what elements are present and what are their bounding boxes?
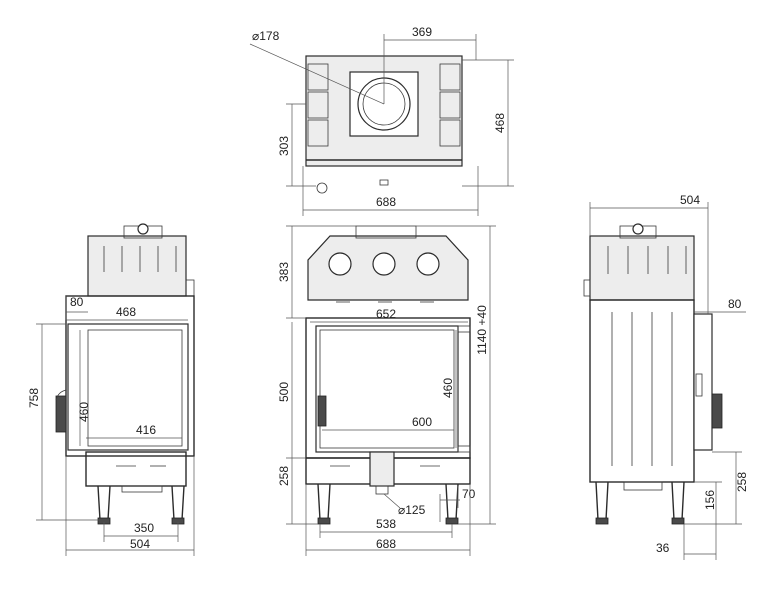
left-dim-468: 468 (116, 305, 136, 319)
top-dim-303: 303 (277, 136, 291, 156)
top-view-side-blocks (307, 63, 461, 147)
front-dim-70: 70 (462, 487, 476, 501)
front-outlet-3 (416, 252, 440, 276)
left-dim-80: 80 (70, 295, 84, 309)
left-dim-758: 758 (27, 388, 41, 408)
right-body-ribs (611, 312, 673, 466)
left-dim-504: 504 (130, 537, 150, 551)
right-door-edge (693, 313, 713, 451)
top-dim-369: 369 (412, 25, 432, 39)
left-dim-350: 350 (134, 521, 154, 535)
top-dim-688: 688 (376, 195, 396, 209)
right-view: 504 80 258 156 36 (583, 193, 749, 560)
right-handle (711, 393, 723, 429)
front-dim-125: ⌀125 (398, 503, 426, 517)
left-view: 80 468 758 460 416 350 504 (27, 223, 195, 556)
front-dim-258: 258 (277, 466, 291, 486)
right-dim-258: 258 (735, 472, 749, 492)
front-dim-1140: 1140 +40 (475, 305, 489, 355)
left-door (67, 323, 189, 451)
top-view-knob (316, 182, 328, 194)
front-door-glass (315, 325, 459, 453)
dia-leader (249, 43, 385, 105)
front-dim-383: 383 (277, 262, 291, 282)
front-handle (317, 395, 327, 427)
right-dim-504: 504 (680, 193, 700, 207)
front-dim-600: 600 (412, 415, 432, 429)
front-dim-500: 500 (277, 382, 291, 402)
top-dia-label: ⌀178 (252, 29, 280, 43)
left-ash-section (85, 451, 187, 487)
front-dim-652: 652 (376, 307, 396, 321)
front-view: 383 652 1140 +40 500 460 600 258 70 ⌀125… (277, 225, 496, 556)
left-dim-460: 460 (77, 402, 91, 422)
front-outlet-2 (372, 252, 396, 276)
left-handle (55, 395, 67, 433)
right-dim-156: 156 (703, 490, 717, 510)
right-dim-36: 36 (656, 541, 670, 555)
front-outlet-1 (328, 252, 352, 276)
right-dim-80: 80 (728, 297, 742, 311)
front-dim-460: 460 (441, 378, 455, 398)
left-top-box (87, 235, 187, 297)
front-dim-688: 688 (376, 537, 396, 551)
left-dim-416: 416 (136, 423, 156, 437)
front-air-inlet (369, 451, 395, 487)
front-dim-538: 538 (376, 517, 396, 531)
top-view: ⌀178 369 303 468 688 (249, 25, 514, 216)
right-body (589, 299, 695, 483)
right-top-ribs (607, 246, 687, 274)
left-body (65, 295, 195, 457)
top-dim-468: 468 (493, 113, 507, 133)
left-top-ribs (103, 246, 177, 272)
right-top-box (589, 235, 695, 301)
